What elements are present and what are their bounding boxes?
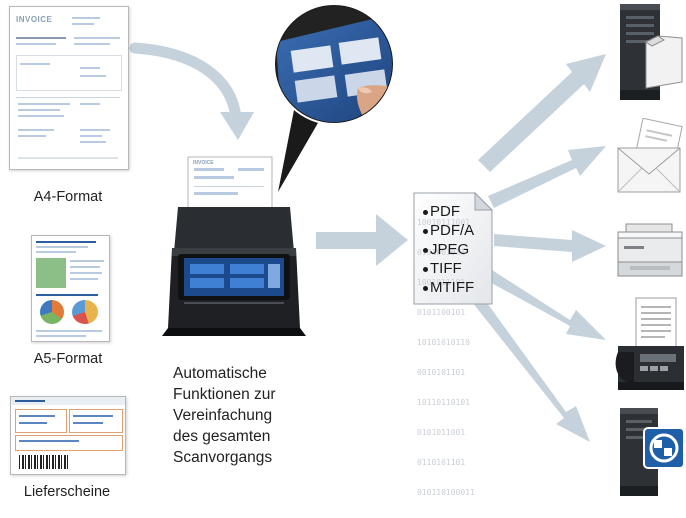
a5-format-label: A5-Format — [33, 351, 103, 367]
arrow-to-sharepoint — [472, 296, 590, 442]
format-item: MTIFF — [423, 278, 474, 297]
delivery-note-document — [10, 396, 126, 475]
scanner-paper-header: INVOICE — [193, 160, 214, 166]
output-file-icon: 10010111001 0101001011 1001011101 010110… — [413, 192, 493, 497]
format-item: TIFF — [423, 259, 474, 278]
curved-arrow-head — [220, 112, 254, 140]
arrow-scanner-to-file-head — [376, 214, 408, 266]
bullet-icon — [423, 247, 428, 253]
description-line: des gesamten — [173, 428, 271, 445]
description-line: Automatische — [173, 365, 267, 382]
barcode — [19, 455, 69, 469]
email-icon — [617, 118, 683, 193]
description-line: Scanvorgangs — [173, 449, 273, 466]
arrow-to-server — [478, 54, 606, 172]
description-line: Vereinfachung — [173, 407, 273, 424]
flow-arrows — [129, 42, 606, 442]
bullet-icon — [423, 266, 428, 272]
arrow-to-fax — [486, 270, 606, 340]
format-item: PDF — [423, 202, 474, 221]
scanner-description: Automatische Funktionen zur Vereinfachun… — [173, 363, 276, 468]
arrow-scanner-to-file-shaft — [316, 232, 378, 249]
a4-invoice-document: INVOICE — [9, 6, 129, 170]
touchscreen-zoom-callout — [273, 3, 395, 192]
server-sharepoint-icon — [620, 408, 685, 496]
file-format-list: PDF PDF/A JPEG TIFF MTIFF — [423, 202, 474, 297]
binary-background: 10010111001 0101001011 1001011101 010110… — [417, 218, 475, 497]
invoice-header: INVOICE — [16, 15, 53, 24]
format-item: PDF/A — [423, 221, 474, 240]
format-item: JPEG — [423, 240, 474, 259]
bullet-icon — [423, 228, 428, 234]
a4-format-label: A4-Format — [33, 189, 103, 205]
bullet-icon — [423, 285, 428, 291]
delivery-notes-label: Lieferscheine — [23, 484, 111, 500]
scanner-device — [162, 156, 306, 336]
arrow-to-printer — [494, 230, 606, 262]
curved-arrow-to-scanner — [129, 42, 242, 124]
a5-brochure-document — [31, 235, 110, 342]
bullet-icon — [423, 209, 428, 215]
description-line: Funktionen zur — [173, 386, 276, 403]
fax-icon — [615, 297, 684, 390]
arrow-to-email — [488, 146, 606, 208]
printer-icon — [617, 223, 683, 277]
server-folder-icon — [620, 4, 683, 100]
